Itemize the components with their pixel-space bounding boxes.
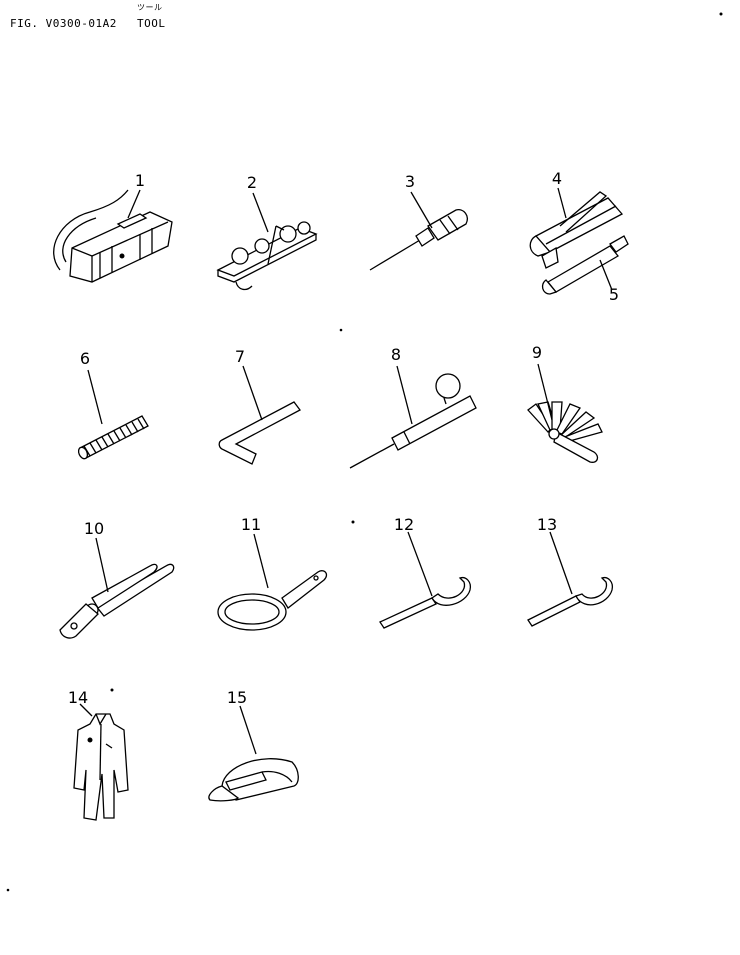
grease-gun-icon (529, 187, 624, 269)
part-number-2: 2 (247, 173, 257, 192)
part-number-14: 14 (68, 688, 88, 707)
part-number-4: 4 (552, 169, 562, 188)
filter-wrench-icon (217, 533, 328, 631)
part-number-1: 1 (135, 171, 145, 190)
hook-spanner-icon (379, 531, 472, 629)
scan-specks (6, 12, 723, 892)
cap-icon (208, 705, 299, 802)
part-number-6: 6 (80, 349, 90, 368)
hook-spanner-icon (527, 531, 614, 627)
part-number-11: 11 (241, 515, 261, 534)
part-number-10: 10 (84, 519, 104, 538)
part-number-9: 9 (532, 343, 542, 362)
pliers-icon (59, 537, 175, 639)
figure-code: FIG. V0300-01A2 (10, 17, 117, 30)
japanese-title: ツール (137, 3, 163, 12)
coveralls-icon (73, 703, 129, 821)
feeler-gauge-icon (527, 363, 603, 463)
part-number-5: 5 (609, 285, 619, 304)
part-number-15: 15 (227, 688, 247, 707)
part-number-3: 3 (405, 172, 415, 191)
part-number-8: 8 (391, 345, 401, 364)
screwdriver-icon (369, 191, 468, 271)
wrench-set-icon (216, 192, 318, 291)
gauge-rod-icon (349, 365, 477, 469)
part-number-7: 7 (235, 347, 245, 366)
coil-spring-icon (77, 369, 149, 460)
hex-key-icon (218, 365, 301, 465)
grease-nozzle-icon (541, 235, 629, 295)
part-number-12: 12 (394, 515, 414, 534)
diagram-title: TOOL (137, 17, 166, 30)
part-number-13: 13 (537, 515, 557, 534)
tool-bag-icon (53, 189, 173, 283)
